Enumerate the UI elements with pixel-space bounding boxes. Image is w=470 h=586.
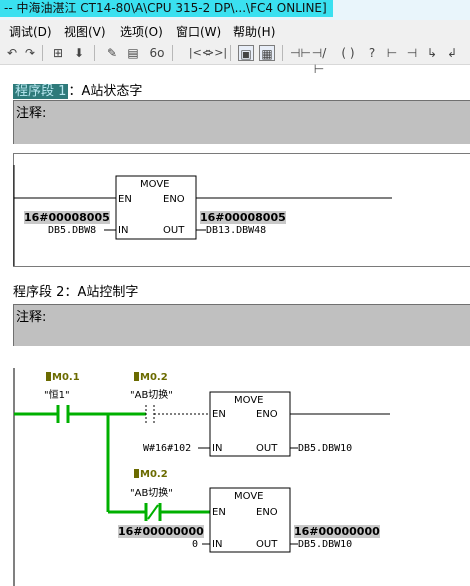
network-1-title: 程序段 1：A站状态字: [13, 84, 143, 99]
in-monitor-value: 16#00008005: [24, 211, 110, 224]
move-block-1[interactable]: [115, 175, 197, 240]
move-block-3-en: EN: [212, 507, 226, 518]
move-block-1-en: EN: [118, 194, 132, 205]
menu-window[interactable]: 窗口(W): [176, 25, 222, 39]
close-icon[interactable]: ↲: [446, 46, 458, 60]
move-block-1-out: OUT: [163, 225, 185, 236]
in-operand[interactable]: DB5.DBW8: [48, 225, 97, 236]
move-block-2[interactable]: [209, 391, 291, 457]
toolbar-separator: [230, 45, 231, 61]
goto-next-icon[interactable]: >>|: [205, 46, 228, 59]
close-branch-icon[interactable]: ⊣: [406, 46, 418, 60]
block-3-out-operand[interactable]: DB5.DBW10: [298, 539, 353, 550]
network-1-comment[interactable]: 注释:: [13, 100, 470, 144]
block-2-out-operand[interactable]: DB5.DBW10: [298, 443, 353, 454]
contact-no-icon[interactable]: ⊣⊢: [290, 46, 311, 60]
download-icon[interactable]: ⬇: [73, 46, 85, 60]
move-block-3-out: OUT: [256, 539, 278, 550]
move-block-3[interactable]: [209, 487, 291, 553]
network-icon[interactable]: ⊞: [52, 46, 64, 60]
move-block-2-out: OUT: [256, 443, 278, 454]
move-block-2-eno: ENO: [256, 409, 278, 420]
contact-3-symbol: "AB切换": [130, 488, 173, 499]
undo-icon[interactable]: ↶: [6, 46, 18, 60]
out-monitor-value: 16#00008005: [200, 211, 286, 224]
contact-1-symbol: "恒1": [44, 390, 70, 401]
edit-icon[interactable]: ✎: [106, 46, 118, 60]
move-block-1-name: MOVE: [140, 179, 170, 190]
toolbar-separator: [282, 45, 283, 61]
help-icon[interactable]: ?: [368, 46, 376, 60]
contact-nc-icon[interactable]: ⊣/⊢: [311, 46, 327, 76]
menu-view[interactable]: 视图(V): [64, 25, 106, 39]
move-block-2-en: EN: [212, 409, 226, 420]
network-2-comment[interactable]: 注释:: [13, 304, 470, 346]
contact-m02-nc-slash: [147, 504, 159, 520]
toolbar-separator: [42, 45, 43, 61]
menu-bar: 调试(D) 视图(V) 选项(O) 窗口(W) 帮助(H): [0, 20, 470, 42]
menu-options[interactable]: 选项(O): [120, 25, 163, 39]
menu-debug[interactable]: 调试(D): [9, 25, 52, 39]
move-block-1-in: IN: [118, 225, 129, 236]
move-block-2-name: MOVE: [234, 395, 264, 406]
contact-2-bit: M0.2: [134, 372, 168, 383]
monitor-icon[interactable]: ↳: [426, 46, 438, 60]
block-2-in-operand[interactable]: W#16#102: [143, 443, 192, 454]
network-1-label: 程序段 1: [13, 84, 69, 99]
move-block-3-in: IN: [212, 539, 223, 550]
symbols-icon[interactable]: ▤: [127, 46, 139, 60]
window-title: -- 中海油湛江 CT14-80\A\CPU 315-2 DP\...\FC4 …: [0, 0, 333, 17]
block-3-in-monitor-value: 16#00000000: [118, 525, 204, 538]
move-block-3-name: MOVE: [234, 491, 264, 502]
coil-icon[interactable]: ( ): [341, 46, 355, 60]
move-block-2-in: IN: [212, 443, 223, 454]
open-branch-icon[interactable]: ⊢: [386, 46, 398, 60]
toolbar-separator: [94, 45, 95, 61]
block-3-out-monitor-value: 16#00000000: [294, 525, 380, 538]
toolbar: ↶ ↷ ⊞ ⬇ ✎ ▤ 6o |<< >>| ▣ ▦ ⊣⊢ ⊣/⊢ ( ) ? …: [0, 42, 470, 76]
contact-3-bit: M0.2: [134, 469, 168, 480]
comment-label: 注释:: [16, 106, 47, 121]
toolbar-separator: [172, 45, 173, 61]
network-2-title: 程序段 2：A站控制字: [13, 285, 139, 300]
comment-label: 注释:: [16, 310, 47, 325]
goto-prev-icon[interactable]: |<<: [188, 46, 212, 59]
glasses-icon[interactable]: 6o: [149, 46, 165, 60]
box-zoom-icon[interactable]: ▦: [259, 45, 275, 61]
block-3-in-operand[interactable]: 0: [192, 539, 199, 550]
move-block-3-eno: ENO: [256, 507, 278, 518]
menu-help[interactable]: 帮助(H): [233, 25, 276, 39]
out-operand[interactable]: DB13.DBW48: [206, 225, 267, 236]
move-block-1-eno: ENO: [163, 194, 185, 205]
contact-1-bit: M0.1: [46, 372, 80, 383]
contact-2-symbol: "AB切换": [130, 390, 173, 401]
redo-icon[interactable]: ↷: [24, 46, 36, 60]
box-icon[interactable]: ▣: [238, 45, 254, 61]
network-2-label: 程序段 2: [13, 285, 65, 300]
window-titlebar: -- 中海油湛江 CT14-80\A\CPU 315-2 DP\...\FC4 …: [0, 0, 470, 20]
